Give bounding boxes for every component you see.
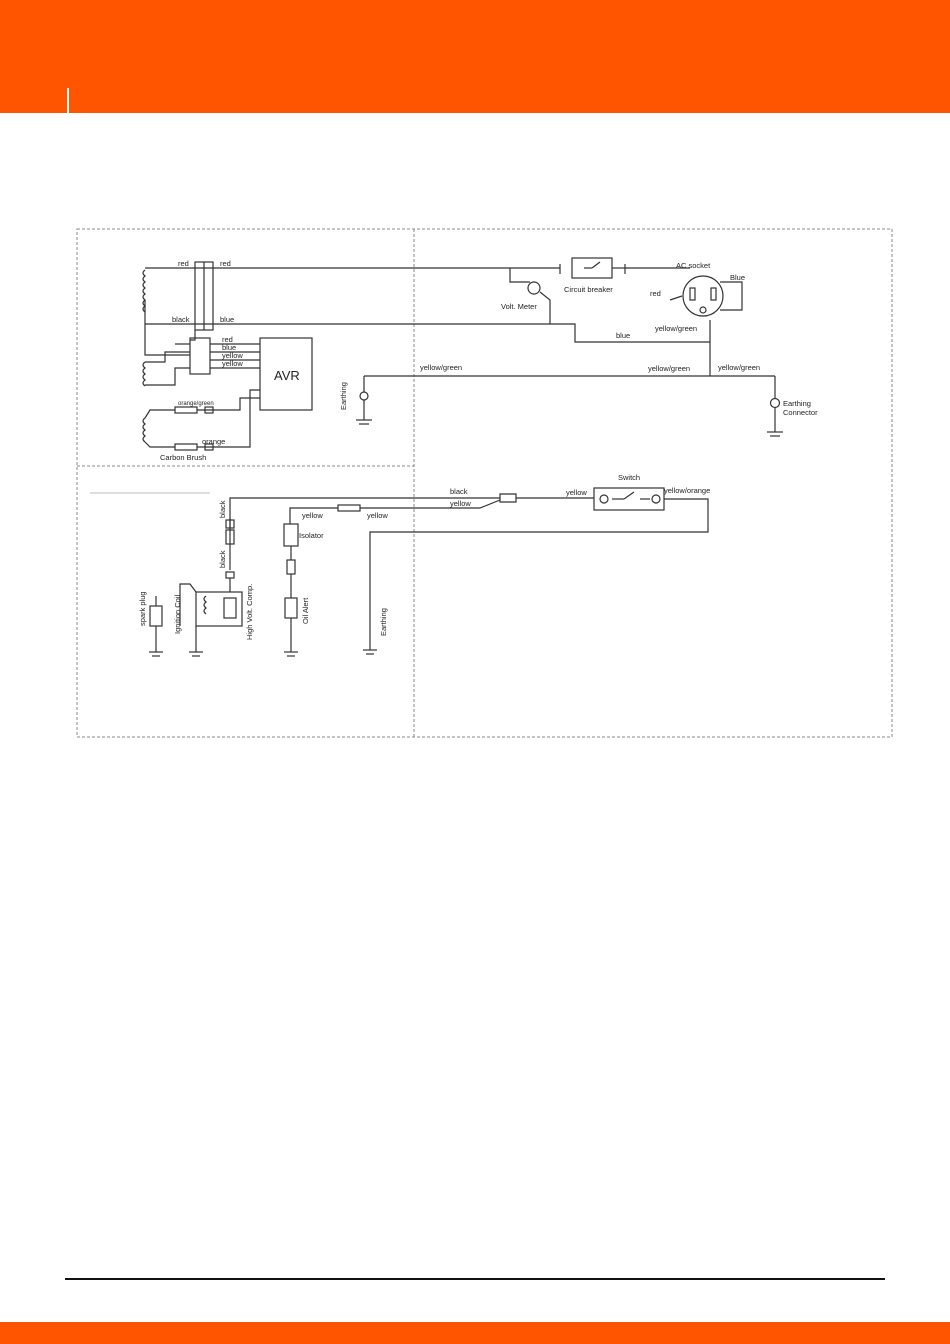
label-avr-red: red — [222, 335, 233, 344]
label-yellow-green-socket: yellow/green — [655, 324, 697, 333]
label-yellow-green-right: yellow/green — [718, 363, 760, 372]
ac-socket-symbol — [682, 275, 724, 317]
label-blue-socket: Blue — [730, 273, 745, 282]
label-blue-left: blue — [220, 315, 234, 324]
label-avr-yellow-2: yellow — [222, 359, 243, 368]
stator-winding-2 — [142, 361, 146, 387]
stator-winding-3 — [142, 417, 146, 443]
label-earthing-left: Earthing — [339, 382, 348, 410]
label-circuit-breaker: Circuit breaker — [564, 285, 613, 294]
label-yellow-sw: yellow — [566, 488, 587, 497]
label-black-vert-2: black — [218, 550, 227, 568]
footer-bar — [0, 1322, 950, 1344]
label-earthing-connector-1: Earthing — [783, 399, 811, 408]
avr-box — [259, 337, 313, 411]
label-yellow-ign: yellow — [450, 499, 471, 508]
label-oil-alert: Oil Alert — [301, 597, 310, 624]
diagram-frame — [76, 228, 893, 738]
label-blue-bottom: blue — [616, 331, 630, 340]
label-ignition-coil: Ignition Coil — [173, 594, 182, 634]
label-red-socket: red — [650, 289, 661, 298]
header-tick — [67, 88, 69, 113]
label-earthing-connector-2: Connector — [783, 408, 818, 417]
switch-box — [593, 487, 665, 511]
isolator-symbol — [283, 523, 299, 547]
label-earthing-bottom: Earthing — [379, 608, 388, 636]
label-spark-plug: spark plug — [138, 591, 147, 626]
label-carbon-brush: Carbon Brush — [160, 453, 206, 462]
label-avr-yellow-1: yellow — [222, 351, 243, 360]
label-yellow-isolator: yellow — [302, 511, 323, 520]
label-ac-socket: AC socket — [676, 261, 711, 270]
label-high-volt-comp: High Volt. Comp. — [245, 584, 254, 640]
earthing-connector-symbol — [769, 397, 781, 409]
label-red-left-2: red — [220, 259, 231, 268]
label-switch: Switch — [618, 473, 640, 482]
oil-alert-symbol — [284, 597, 298, 619]
label-volt-meter: Volt. Meter — [501, 302, 537, 311]
label-yellow-orange: yellow/orange — [664, 486, 710, 495]
label-yellow-mid: yellow — [367, 511, 388, 520]
label-avr-blue: blue — [222, 343, 236, 352]
label-yellow-green-mid: yellow/green — [648, 364, 690, 373]
spark-plug-symbol — [149, 605, 163, 627]
header-bar — [0, 0, 950, 113]
label-black-ign: black — [450, 487, 468, 496]
label-orange: orange — [202, 437, 225, 446]
label-red-left-1: red — [178, 259, 189, 268]
label-orange-green: orange/green — [178, 401, 214, 407]
label-avr: AVR — [274, 368, 300, 383]
label-black-left: black — [172, 315, 190, 324]
footer-rule — [65, 1278, 885, 1280]
volt-meter-symbol — [527, 281, 541, 295]
label-black-vert-1: black — [218, 500, 227, 518]
label-isolator: Isolator — [299, 531, 324, 540]
label-yellow-green-main: yellow/green — [420, 363, 462, 372]
